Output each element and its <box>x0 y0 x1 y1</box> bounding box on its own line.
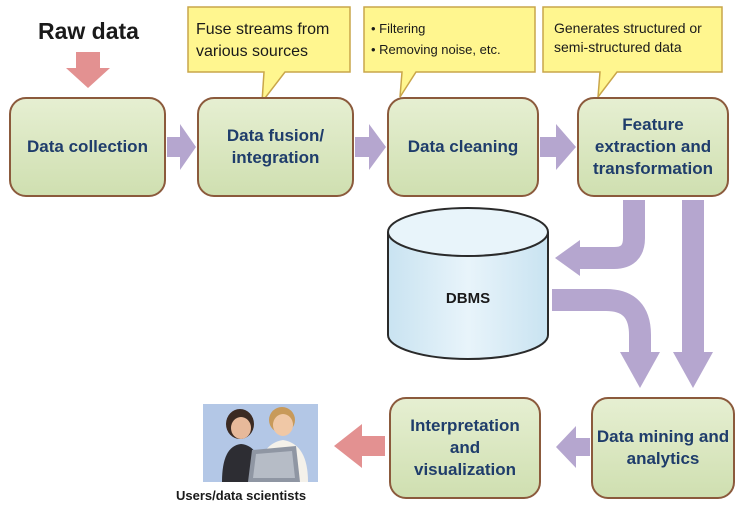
users-illustration-icon <box>203 404 318 482</box>
callout-cleaning-item: Removing noise, etc. <box>371 39 500 60</box>
callout-fusion <box>187 6 351 105</box>
raw-data-arrow <box>66 52 110 88</box>
callout-cleaning-item: Filtering <box>371 18 501 39</box>
stage-cleaning-box <box>387 97 539 197</box>
stage-fusion-label: Data fusion/ integration <box>226 126 325 167</box>
arrow-feature-to-mining-head <box>673 352 713 388</box>
callout-feature-text: Generates structured or semi-structured … <box>554 20 702 55</box>
arrow-dbms-to-mining-head <box>620 352 660 388</box>
arrow-feature-to-dbms <box>578 200 645 269</box>
arrow-fusion-to-cleaning <box>355 124 386 170</box>
stage-collection-box <box>9 97 166 197</box>
stage-collection-label: Data collection <box>27 137 148 156</box>
arrow-collection-to-fusion <box>167 124 196 170</box>
raw-data-label: Raw data <box>38 18 139 44</box>
callout-feature <box>542 6 723 100</box>
arrow-feature-to-dbms-head <box>555 240 580 276</box>
users-label: Users/data scientists <box>176 488 307 503</box>
callout-cleaning-list: Filtering Removing noise, etc. <box>371 18 501 60</box>
stage-cleaning-label: Data cleaning <box>407 137 519 156</box>
arrow-feature-to-mining-shaft <box>682 200 704 352</box>
stage-mining-box <box>591 397 735 499</box>
stage-feature-label: Feature extraction and transformation <box>593 115 713 178</box>
arrow-cleaning-to-feature <box>540 124 576 170</box>
callout-fusion-text: Fuse streams from various sources <box>196 21 330 60</box>
stage-fusion-box <box>197 97 354 197</box>
stage-interpretation-label: Interpretation and visualization <box>410 416 520 479</box>
arrow-dbms-to-mining <box>552 289 651 352</box>
stage-interpretation-box <box>389 397 541 499</box>
database-cylinder-top <box>387 207 549 257</box>
database-cylinder-body <box>387 232 549 360</box>
arrow-mining-to-interpretation <box>556 426 590 468</box>
stage-feature-box <box>577 97 729 197</box>
stage-mining-label: Data mining and analytics <box>596 427 730 468</box>
database-label: DBMS <box>445 290 491 307</box>
arrow-interpretation-to-users <box>334 424 385 468</box>
